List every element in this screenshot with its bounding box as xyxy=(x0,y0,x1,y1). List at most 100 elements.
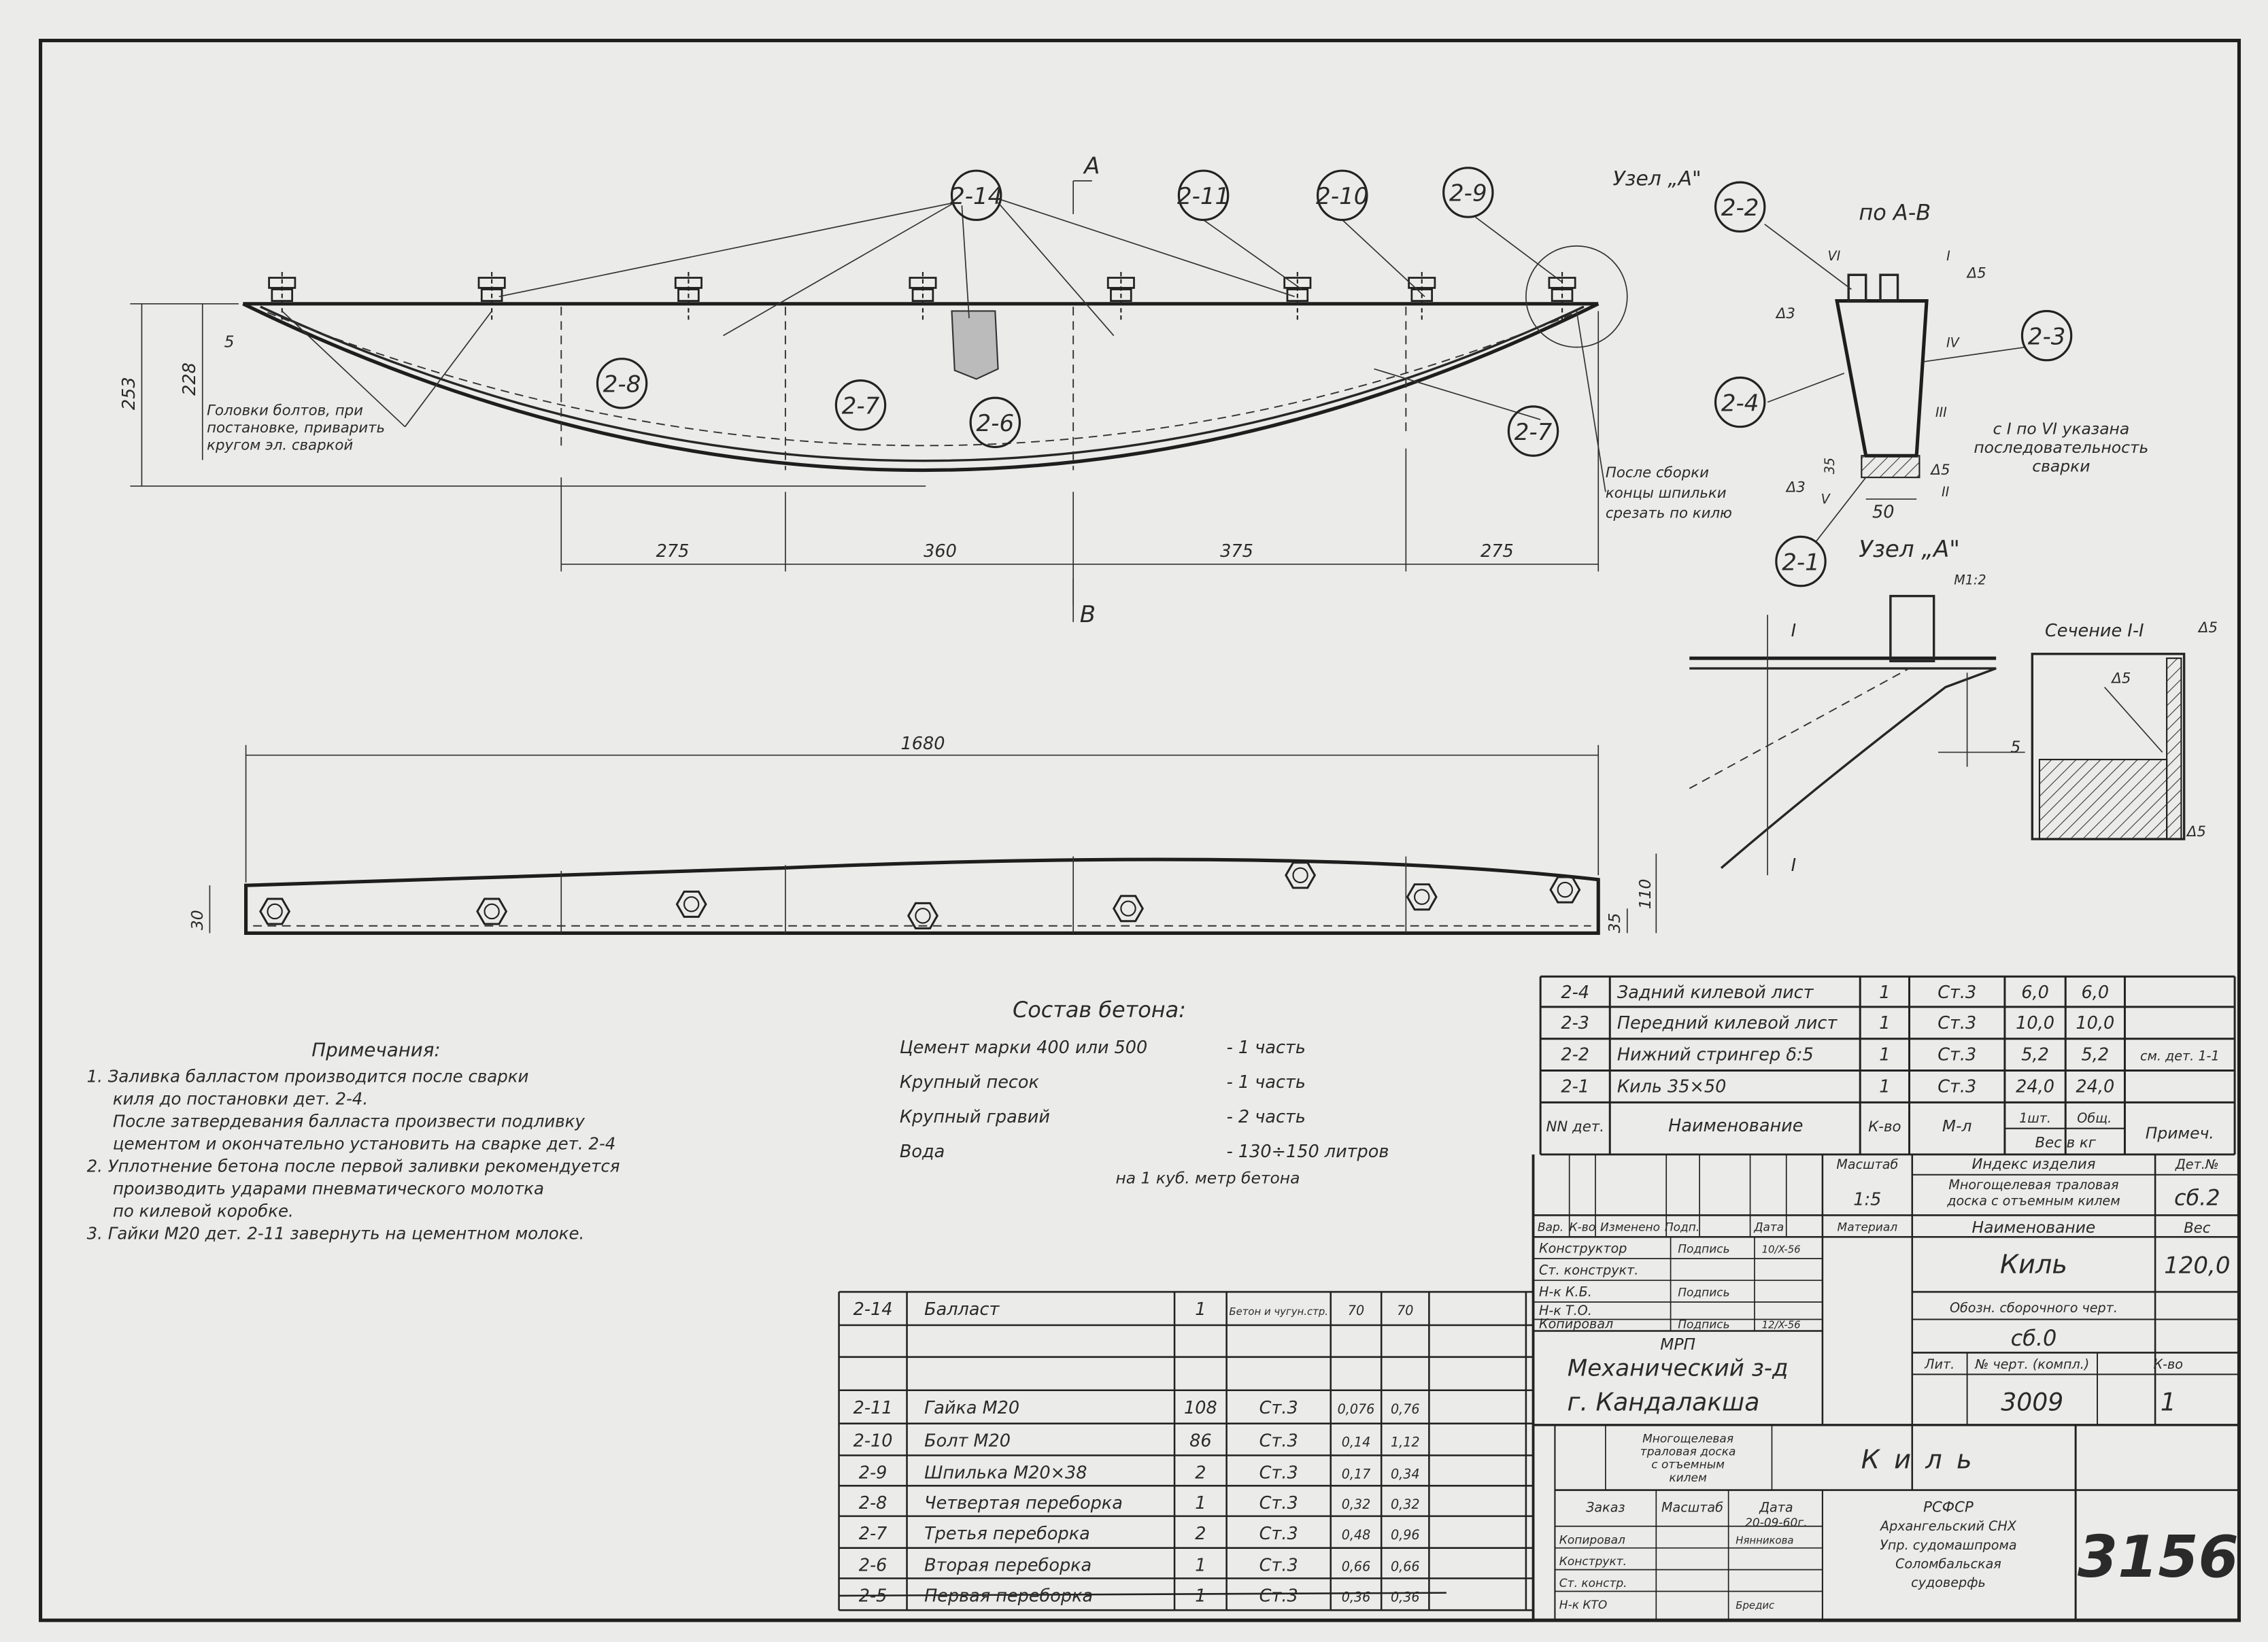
tables xyxy=(838,975,2241,1622)
leader-note-stud-cut: концы шпильки xyxy=(1606,485,1727,502)
note-line: по килевой коробке. xyxy=(113,1201,294,1220)
header-weight-total: Общ. xyxy=(2077,1110,2112,1126)
spec-lower-cell: Ст.3 xyxy=(1259,1398,1298,1418)
note-line: 1. Заливка балластом производится после … xyxy=(87,1067,529,1087)
spec-lower-cell: 2-10 xyxy=(853,1431,893,1452)
spec-lower-cell: Ст.3 xyxy=(1259,1493,1298,1513)
spec-lower-cell: 0,34 xyxy=(1391,1467,1420,1482)
spec-lower-cell: 1 xyxy=(1195,1493,1206,1513)
node-a-detail xyxy=(1689,594,2025,876)
spec-cell: 2-4 xyxy=(1561,982,1589,1003)
product-name: Многощелевая xyxy=(1642,1432,1733,1446)
section-mark-b: B xyxy=(1080,601,1096,628)
part-weight: 120,0 xyxy=(2164,1252,2230,1279)
callout-balloon xyxy=(596,358,648,409)
spec-lower-cell: Третья переборка xyxy=(924,1524,1090,1544)
revision-header: К-во xyxy=(1570,1221,1596,1235)
node-a-scale: М1:2 xyxy=(1954,572,1986,588)
spec-cell: Передний килевой лист xyxy=(1617,1013,1838,1033)
header-material: М-л xyxy=(1942,1116,1972,1135)
enterprise-line: Архангельский СНХ xyxy=(1879,1518,2017,1534)
callout-balloon xyxy=(1714,376,1766,428)
spec-lower-cell: Вторая переборка xyxy=(924,1556,1091,1576)
spec-cell: см. дет. 1-1 xyxy=(2140,1048,2220,1064)
role-signature: Подпись xyxy=(1678,1286,1729,1299)
spec-lower-cell: Ст.3 xyxy=(1259,1431,1298,1452)
dim-110: 110 xyxy=(1636,879,1655,910)
spec-lower-cell: 2-8 xyxy=(859,1493,887,1513)
weld-size: Δ5 xyxy=(2186,823,2206,840)
spec-cell: 2-3 xyxy=(1561,1013,1589,1033)
weld-sequence-note: сварки xyxy=(2032,457,2090,476)
concrete-title: Состав бетона: xyxy=(1013,997,1186,1023)
weld-size: Δ3 xyxy=(1775,305,1795,322)
order-header: Заказ xyxy=(1586,1499,1625,1515)
org-ministry: МРП xyxy=(1660,1335,1695,1354)
weld-size: Δ5 xyxy=(1929,462,1950,479)
spec-cell: 2-1 xyxy=(1561,1076,1589,1097)
callout-balloon xyxy=(2020,309,2073,362)
spec-cell: 1 xyxy=(1879,982,1890,1003)
note-line: цементом и окончательно установить на св… xyxy=(113,1133,615,1153)
callout-label: 2-6 xyxy=(977,410,1015,437)
spec-lower-cell: 70 xyxy=(1397,1303,1413,1318)
header-name: Наименование xyxy=(1668,1116,1803,1136)
spec-cell: 6,0 xyxy=(2021,982,2049,1003)
spec-lower-cell: Бетон и чугун.стр. xyxy=(1229,1305,1328,1318)
spec-lower-cell: Первая переборка xyxy=(924,1586,1093,1606)
spec-lower-cell: 0,66 xyxy=(1391,1559,1420,1575)
section-ab-title: по А-В xyxy=(1859,199,1931,225)
note-line: 2. Уплотнение бетона после первой заливк… xyxy=(87,1156,620,1176)
drawing-no-value: 3009 xyxy=(2001,1388,2063,1417)
enterprise-line: судоверфь xyxy=(1911,1575,1986,1590)
dim-35-section: 35 xyxy=(1822,458,1838,474)
callout-balloon xyxy=(969,396,1021,449)
spec-lower-cell: 0,76 xyxy=(1391,1401,1420,1417)
bolt-icon xyxy=(1113,895,1144,923)
callout-label: 2-8 xyxy=(603,371,641,398)
org-city: г. Кандалакша xyxy=(1568,1388,1760,1417)
bolt-icon xyxy=(909,272,937,322)
copy-name: Нянникова xyxy=(1736,1534,1793,1546)
dim-5: 5 xyxy=(224,332,235,352)
bolt-icon xyxy=(1548,272,1576,322)
index-value: доска с отъемным килем xyxy=(1946,1193,2120,1208)
spec-lower-cell: 0,48 xyxy=(1342,1527,1371,1543)
lit-label: Лит. xyxy=(1924,1356,1954,1372)
bolt-icon xyxy=(1283,272,1312,322)
spec-lower-cell: 86 xyxy=(1189,1431,1211,1452)
drawing-frame xyxy=(39,39,2241,1622)
weld-sequence-mark: II xyxy=(1942,484,1950,500)
callout-label: 2-2 xyxy=(1721,194,1759,222)
revision-header: Подп. xyxy=(1665,1221,1699,1235)
callout-balloon xyxy=(1177,169,1230,222)
spec-lower-cell: Балласт xyxy=(924,1299,1000,1320)
node-a-title: Узел „А" xyxy=(1859,536,1960,563)
header-weight: Вес в кг xyxy=(2035,1134,2097,1151)
callout-label: 2-10 xyxy=(1316,183,1368,210)
node-a-circle xyxy=(1525,245,1628,348)
bolt-icon xyxy=(477,272,506,322)
spec-lower-cell: 1 xyxy=(1195,1299,1206,1320)
spec-lower-cell: Ст.3 xyxy=(1259,1586,1298,1606)
header-note: Примеч. xyxy=(2146,1124,2214,1143)
weld-size: Δ5 xyxy=(2110,670,2131,687)
role-label: Н-к К.Б. xyxy=(1539,1284,1592,1299)
cut-mark: I xyxy=(1791,621,1797,641)
enterprise-line: Соломбальская xyxy=(1895,1556,2001,1571)
dim-span: 375 xyxy=(1220,541,1253,562)
spec-lower-cell: 2-7 xyxy=(859,1524,887,1544)
role-signature: Подпись xyxy=(1678,1243,1729,1256)
qty-label: К-во xyxy=(2154,1356,2183,1372)
ballast-fill xyxy=(951,310,999,380)
spec-lower-cell: 0,36 xyxy=(1391,1589,1420,1605)
concrete-item-amount: - 130÷150 литров xyxy=(1227,1142,1389,1162)
spec-lower-cell: 0,66 xyxy=(1342,1559,1371,1575)
callout-balloon xyxy=(950,169,1002,222)
concrete-item-name: Крупный гравий xyxy=(900,1107,1050,1127)
callout-balloon xyxy=(834,379,887,431)
weld-size: Δ3 xyxy=(1785,479,1806,496)
order-header: Масштаб xyxy=(1661,1499,1723,1515)
role-date: 12/X-56 xyxy=(1762,1318,1801,1331)
concrete-item-amount: - 2 часть xyxy=(1227,1107,1306,1127)
